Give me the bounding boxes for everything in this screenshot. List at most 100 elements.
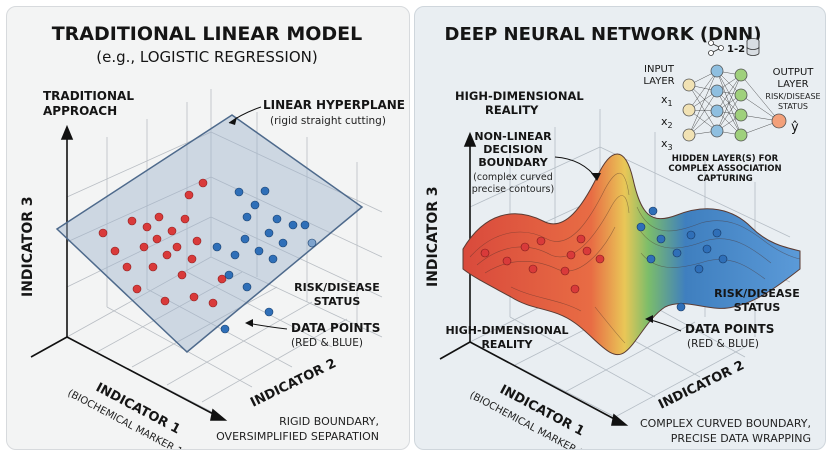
red-point — [148, 262, 158, 272]
layer-count: 1-2 — [727, 44, 745, 55]
boundary-callout-arrow — [591, 173, 601, 181]
left-blue-points — [212, 186, 317, 334]
right-title: DEEP NEURAL NETWORK (DNN) — [445, 24, 762, 45]
blue-point — [636, 222, 646, 232]
input-layer-label-2: LAYER — [643, 76, 674, 87]
database-icon — [746, 38, 760, 56]
approach-label-2: APPROACH — [43, 104, 117, 118]
red-point — [139, 242, 149, 252]
input-layer-label-1: INPUT — [644, 64, 675, 75]
blue-point — [264, 228, 274, 238]
right-blue-points — [636, 206, 728, 312]
hidden-node — [734, 128, 748, 142]
blue-point — [648, 206, 658, 216]
red-point — [198, 178, 208, 188]
red-point — [122, 262, 132, 272]
dnn-panel: DEEP NEURAL NETWORK (DNN) — [414, 6, 826, 450]
boundary-label-2: DECISION — [483, 143, 542, 156]
linear-hyperplane — [55, 114, 364, 354]
right-caption-1: COMPLEX CURVED BOUNDARY, — [640, 417, 811, 430]
red-point — [536, 236, 546, 246]
blue-point — [672, 248, 682, 258]
hidden-node — [710, 124, 724, 138]
red-point — [560, 266, 570, 276]
left-axes — [30, 124, 228, 421]
blue-point — [242, 282, 252, 292]
hidden-node — [710, 64, 724, 78]
blue-point — [646, 254, 656, 264]
red-point — [566, 250, 576, 260]
red-point — [142, 222, 152, 232]
left-points-callout-arrow — [245, 319, 253, 327]
red-point — [167, 226, 177, 236]
hidden-layer-label-2: COMPLEX ASSOCIATION — [668, 164, 781, 174]
left-red-points — [98, 178, 227, 308]
red-point — [110, 246, 120, 256]
red-point — [520, 242, 530, 252]
blue-point — [712, 228, 722, 238]
input-x3: x3 — [661, 137, 673, 152]
right-red-points — [480, 234, 605, 294]
neural-network-inset: 1-2 INPUT LAYER x1 x2 x3 OUTPUT LAYER RI… — [643, 38, 821, 184]
red-point — [582, 246, 592, 256]
output-status-1: RISK/DISEASE — [765, 92, 820, 101]
hidden-layer-label-1: HIDDEN LAYER(S) FOR — [672, 154, 779, 164]
blue-point — [676, 302, 686, 312]
linear-model-diagram: TRADITIONAL LINEAR MODEL (e.g., LOGISTIC… — [20, 23, 405, 449]
blue-point — [220, 324, 230, 334]
left-caption-2: OVERSIMPLIFIED SEPARATION — [216, 430, 379, 443]
right-caption-2: PRECISE DATA WRAPPING — [671, 432, 811, 445]
boundary-label-3: BOUNDARY — [478, 156, 548, 169]
input-node — [682, 103, 696, 117]
hidden-node — [734, 68, 748, 82]
left-grid — [66, 89, 383, 413]
blue-point — [260, 186, 270, 196]
right-status-2: STATUS — [734, 301, 781, 314]
red-point — [160, 296, 170, 306]
right-points-callout-arrow — [645, 315, 653, 323]
red-point — [576, 234, 586, 244]
red-point — [162, 250, 172, 260]
red-point — [187, 254, 197, 264]
right-points-title: DATA POINTS — [685, 322, 774, 336]
blue-point — [224, 270, 234, 280]
hyperplane-title: LINEAR HYPERPLANE — [263, 98, 405, 112]
blue-point — [242, 212, 252, 222]
blue-point — [272, 214, 282, 224]
reality-label-1: HIGH-DIMENSIONAL — [455, 89, 584, 103]
blue-point — [694, 264, 704, 274]
input-node — [682, 78, 696, 92]
boundary-label-1: NON-LINEAR — [474, 130, 552, 143]
red-point — [192, 236, 202, 246]
blue-point — [307, 238, 317, 248]
boundary-note-2: precise contours) — [472, 184, 554, 195]
left-subtitle: (e.g., LOGISTIC REGRESSION) — [96, 48, 317, 66]
left-caption-1: RIGID BOUNDARY, — [279, 415, 379, 428]
right-axis-indicator2: INDICATOR 2 — [656, 358, 747, 412]
blue-point — [240, 234, 250, 244]
red-point — [172, 242, 182, 252]
right-status-1: RISK/DISEASE — [714, 287, 800, 300]
surface-contours — [469, 172, 801, 344]
left-status-2: STATUS — [314, 295, 361, 308]
hidden-layer-label-3: CAPTURING — [697, 174, 753, 184]
red-point — [127, 216, 137, 226]
left-points-title: DATA POINTS — [291, 321, 380, 335]
blue-point — [268, 254, 278, 264]
red-point — [177, 270, 187, 280]
blue-point — [250, 200, 260, 210]
blue-point — [656, 234, 666, 244]
blue-point — [300, 220, 310, 230]
blue-point — [278, 238, 288, 248]
blue-point — [212, 242, 222, 252]
network-edges — [688, 70, 780, 136]
input-node — [682, 128, 696, 142]
blue-point — [234, 187, 244, 197]
blue-point — [254, 246, 264, 256]
hidden-node — [710, 104, 724, 118]
blue-point — [686, 230, 696, 240]
hyperplane-callout-arrow — [229, 117, 237, 125]
red-point — [184, 190, 194, 200]
reality-label-2: REALITY — [485, 103, 539, 117]
